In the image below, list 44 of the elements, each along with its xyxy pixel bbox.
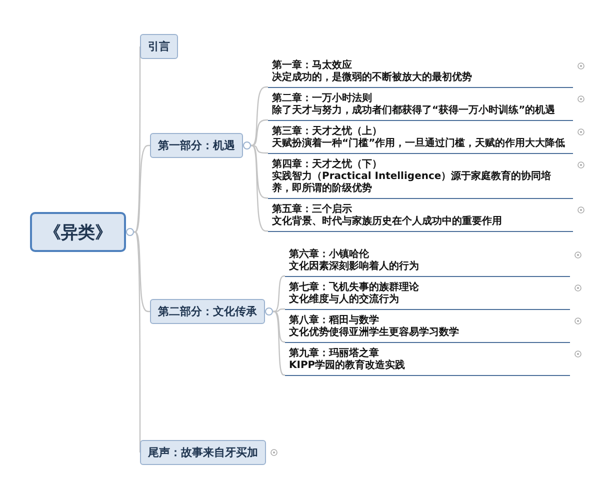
chapter-topic: [285, 313, 570, 343]
chapter-title: 第一章：马太效应: [272, 60, 353, 71]
chapter-topic: [268, 58, 573, 88]
chapter-summary: 除了天才与努力，成功者们都获得了“获得一万小时训练”的机遇: [272, 105, 556, 117]
chapter-summary: 决定成功的，是微弱的不断被放大的最初优势: [272, 72, 473, 84]
root-topic-box: 《异类》: [30, 212, 126, 252]
chapter-title: 第三章：天才之忧（上）: [272, 126, 383, 137]
branch-line: [273, 308, 285, 312]
chapter-topic: [268, 91, 573, 121]
chapter-title: 第五章：三个启示: [272, 204, 353, 215]
topic-box: 尾声：故事来自牙买加: [140, 440, 266, 465]
chapter-topic: [268, 124, 573, 154]
branch-line: [273, 275, 285, 312]
branch-line: [250, 144, 268, 232]
chapter-topic: [285, 346, 570, 376]
chapter-title: 第九章：玛丽塔之章: [289, 348, 380, 359]
chapter-summary: 文化背景、时代与家族历史在个人成功中的重要作用: [272, 216, 503, 228]
topic-box: 第二部分：文化传承: [150, 299, 265, 324]
chapter-summary: 天赋扮演着一种“门槛”作用，一旦通过门槛，天赋的作用大大降低: [272, 138, 566, 150]
chapter-summary: 文化维度与人的交流行为: [289, 294, 400, 306]
branch-line: [134, 231, 150, 312]
branch-line: [251, 144, 268, 154]
chapter-topic: [285, 280, 570, 310]
chapter-summary: 实践智力（Practical Intelligence）源于家庭教育的协同培养，即所谓的阶级优势: [272, 171, 552, 195]
branch-line: [251, 119, 268, 146]
chapter-topic: [268, 202, 573, 232]
chapter-topic: [268, 157, 573, 199]
chapter-summary: 文化因素深刻影响着人的行为: [289, 261, 420, 273]
chapter-title: 第六章：小镇哈伦: [289, 249, 370, 260]
chapter-topic: [285, 247, 570, 277]
chapter-summary: KIPP学园的教育改造实践: [289, 360, 406, 372]
chapter-summary: 文化优势使得亚洲学生更容易学习数学: [289, 327, 460, 339]
topic-box: 第一部分：机遇: [150, 132, 243, 158]
chapter-title: 第七章：飞机失事的族群理论: [289, 282, 420, 293]
chapter-title: 第二章：一万小时法则: [272, 93, 373, 104]
branch-line: [250, 144, 268, 199]
branch-line: [134, 46, 141, 233]
chapter-title: 第八章：稻田与数学: [289, 315, 380, 326]
branch-line: [134, 231, 141, 454]
branch-line: [272, 310, 286, 376]
branch-line: [134, 144, 150, 233]
chapter-title: 第四章：天才之忧（下）: [272, 159, 383, 170]
branch-line: [250, 86, 268, 146]
topic-box: 引言: [140, 34, 178, 59]
